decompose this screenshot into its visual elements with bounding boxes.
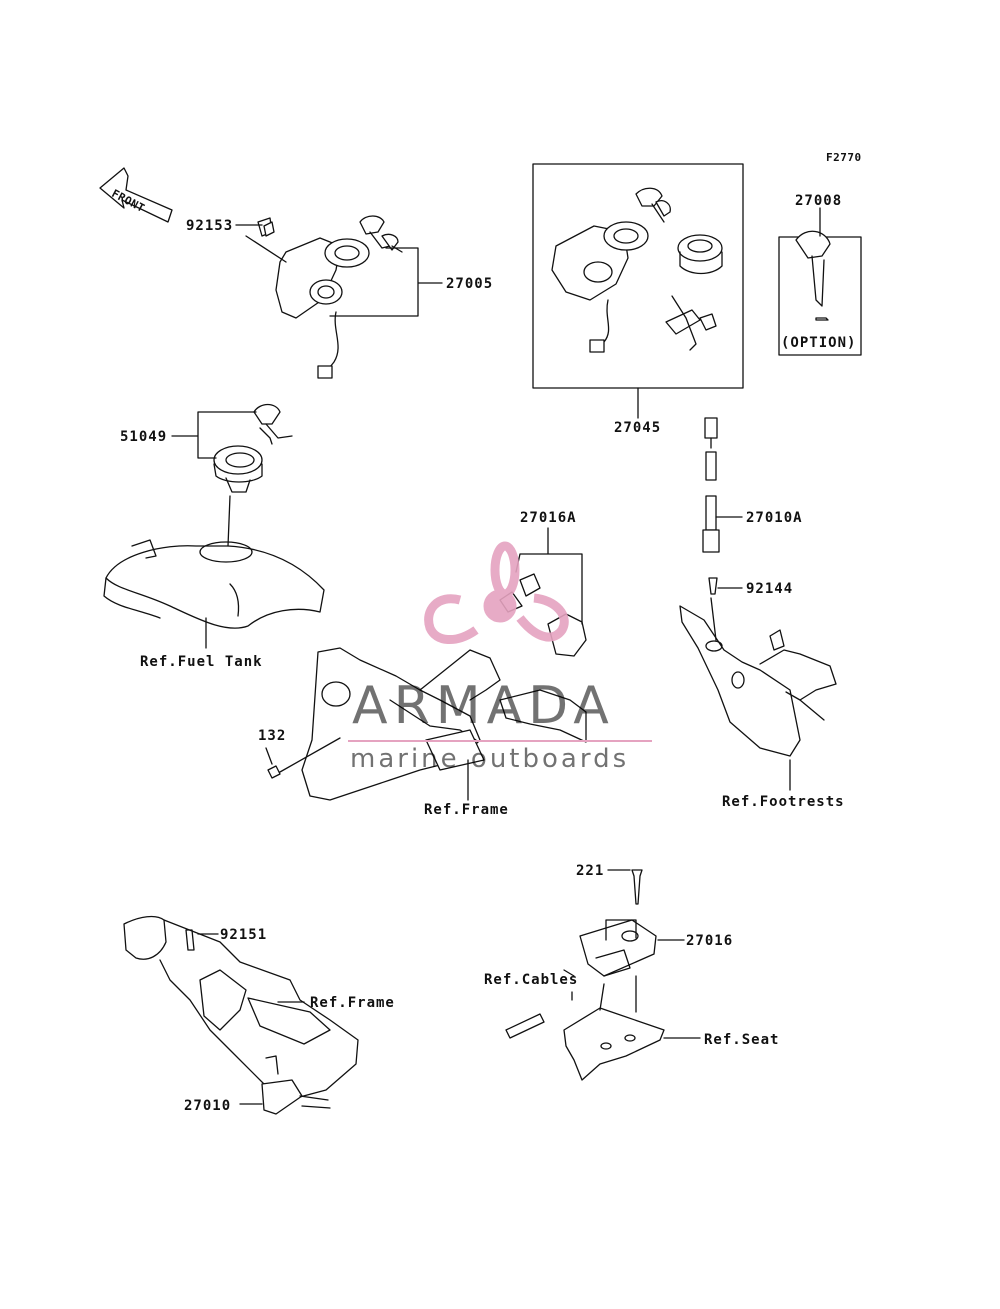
part-27016-label: 27016 — [686, 933, 734, 949]
ref-footrests-label: Ref.Footrests — [722, 794, 845, 810]
part-27010-label: 27010 — [184, 1098, 232, 1114]
ref-frame-label: Ref.Frame — [424, 802, 509, 818]
part-132-label: 132 — [258, 728, 287, 744]
option-key-27008-drawing — [778, 230, 862, 356]
frame-27010-drawing — [123, 915, 359, 1115]
part-92151-label: 92151 — [220, 927, 268, 943]
switch-27010A-drawing — [679, 417, 837, 757]
part-27010A-label: 27010A — [746, 510, 803, 526]
part-92144-label: 92144 — [746, 581, 794, 597]
part-27008-label: 27008 — [795, 193, 843, 209]
watermark-brand: ARMADA — [352, 676, 615, 736]
bolt-132-drawing — [267, 765, 281, 779]
ref-fuel-tank-label: Ref.Fuel Tank — [140, 654, 263, 670]
ignition-switch-27005-drawing — [257, 215, 403, 379]
part-221-label: 221 — [576, 863, 605, 879]
part-27005-label: 27005 — [446, 276, 494, 292]
bolt-92153-drawing — [263, 221, 275, 237]
key-and-cap-51049-drawing — [213, 403, 293, 493]
front-arrow-icon — [99, 167, 173, 223]
part-92153-label: 92153 — [186, 218, 234, 234]
watermark-subtitle: marine outboards — [350, 744, 630, 774]
ref-seat-label: Ref.Seat — [704, 1032, 780, 1048]
part-51049-label: 51049 — [120, 429, 168, 445]
option-label: (OPTION) — [781, 335, 857, 351]
part-27045-label: 27045 — [614, 420, 662, 436]
propeller-logo-icon — [424, 541, 569, 644]
frame-27016A-drawing — [301, 573, 587, 801]
leader-lines — [171, 207, 821, 1105]
part-27016A-label: 27016A — [520, 510, 577, 526]
figure-code: F2770 — [826, 151, 862, 164]
ref-cables-label: Ref.Cables — [484, 972, 579, 988]
fuel-tank-drawing — [103, 539, 325, 629]
ignition-set-27045-drawing — [532, 163, 744, 389]
ref-frame-bottom-label: Ref.Frame — [310, 995, 395, 1011]
